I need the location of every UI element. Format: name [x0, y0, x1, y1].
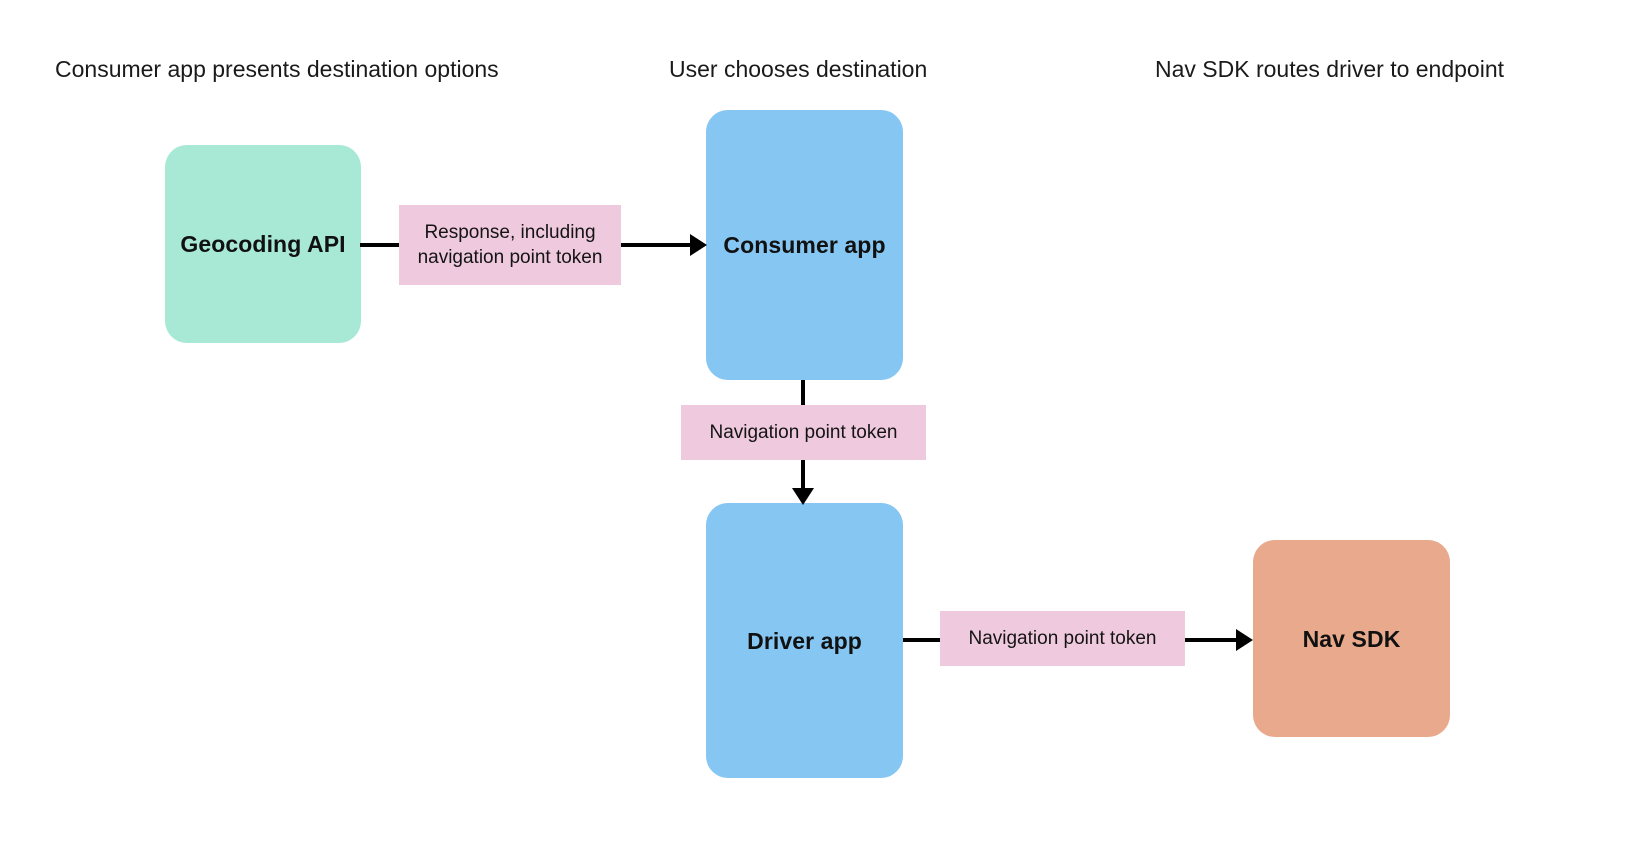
- edge-label-nav-token-driver-navsdk-text: Navigation point token: [968, 628, 1157, 649]
- edge-label-response-text: Response, including navigation point tok…: [417, 222, 603, 268]
- connector-label-to-navsdk: [1175, 638, 1237, 642]
- connector-geocoding-to-label: [360, 243, 420, 247]
- node-nav-sdk-label: Nav SDK: [1302, 625, 1401, 652]
- edge-label-navigation-point-token-consumer-driver: Navigation point token: [681, 405, 926, 460]
- connector-driver-to-label: [903, 638, 953, 642]
- node-consumer-app-label: Consumer app: [723, 232, 886, 258]
- node-nav-sdk[interactable]: Nav SDK: [1253, 540, 1450, 737]
- column-header-user-chooses-destination: User chooses destination: [669, 56, 928, 82]
- node-driver-app-label: Driver app: [747, 627, 862, 654]
- node-consumer-app[interactable]: Consumer app: [706, 110, 903, 380]
- connector-consumer-to-label: [801, 380, 805, 415]
- column-header-nav-sdk-routes-driver: Nav SDK routes driver to endpoint: [1155, 56, 1505, 82]
- connector-label-to-consumer: [600, 243, 692, 247]
- edge-label-response-including-navigation-point-token: Response, including navigation point tok…: [399, 205, 621, 285]
- arrowhead-geocoding-to-consumer: [690, 234, 707, 256]
- node-geocoding-api[interactable]: Geocoding API: [165, 145, 361, 343]
- node-geocoding-api-label: Geocoding API: [180, 231, 346, 257]
- edge-label-navigation-point-token-driver-navsdk: Navigation point token: [940, 611, 1185, 666]
- arrowhead-driver-to-navsdk: [1236, 629, 1253, 651]
- edge-label-nav-token-consumer-driver-text: Navigation point token: [709, 422, 898, 443]
- connector-label-to-driver: [801, 450, 805, 495]
- arrowhead-consumer-to-driver: [792, 488, 814, 505]
- node-driver-app[interactable]: Driver app: [706, 503, 903, 778]
- column-header-consumer-app-presents: Consumer app presents destination option…: [55, 56, 499, 82]
